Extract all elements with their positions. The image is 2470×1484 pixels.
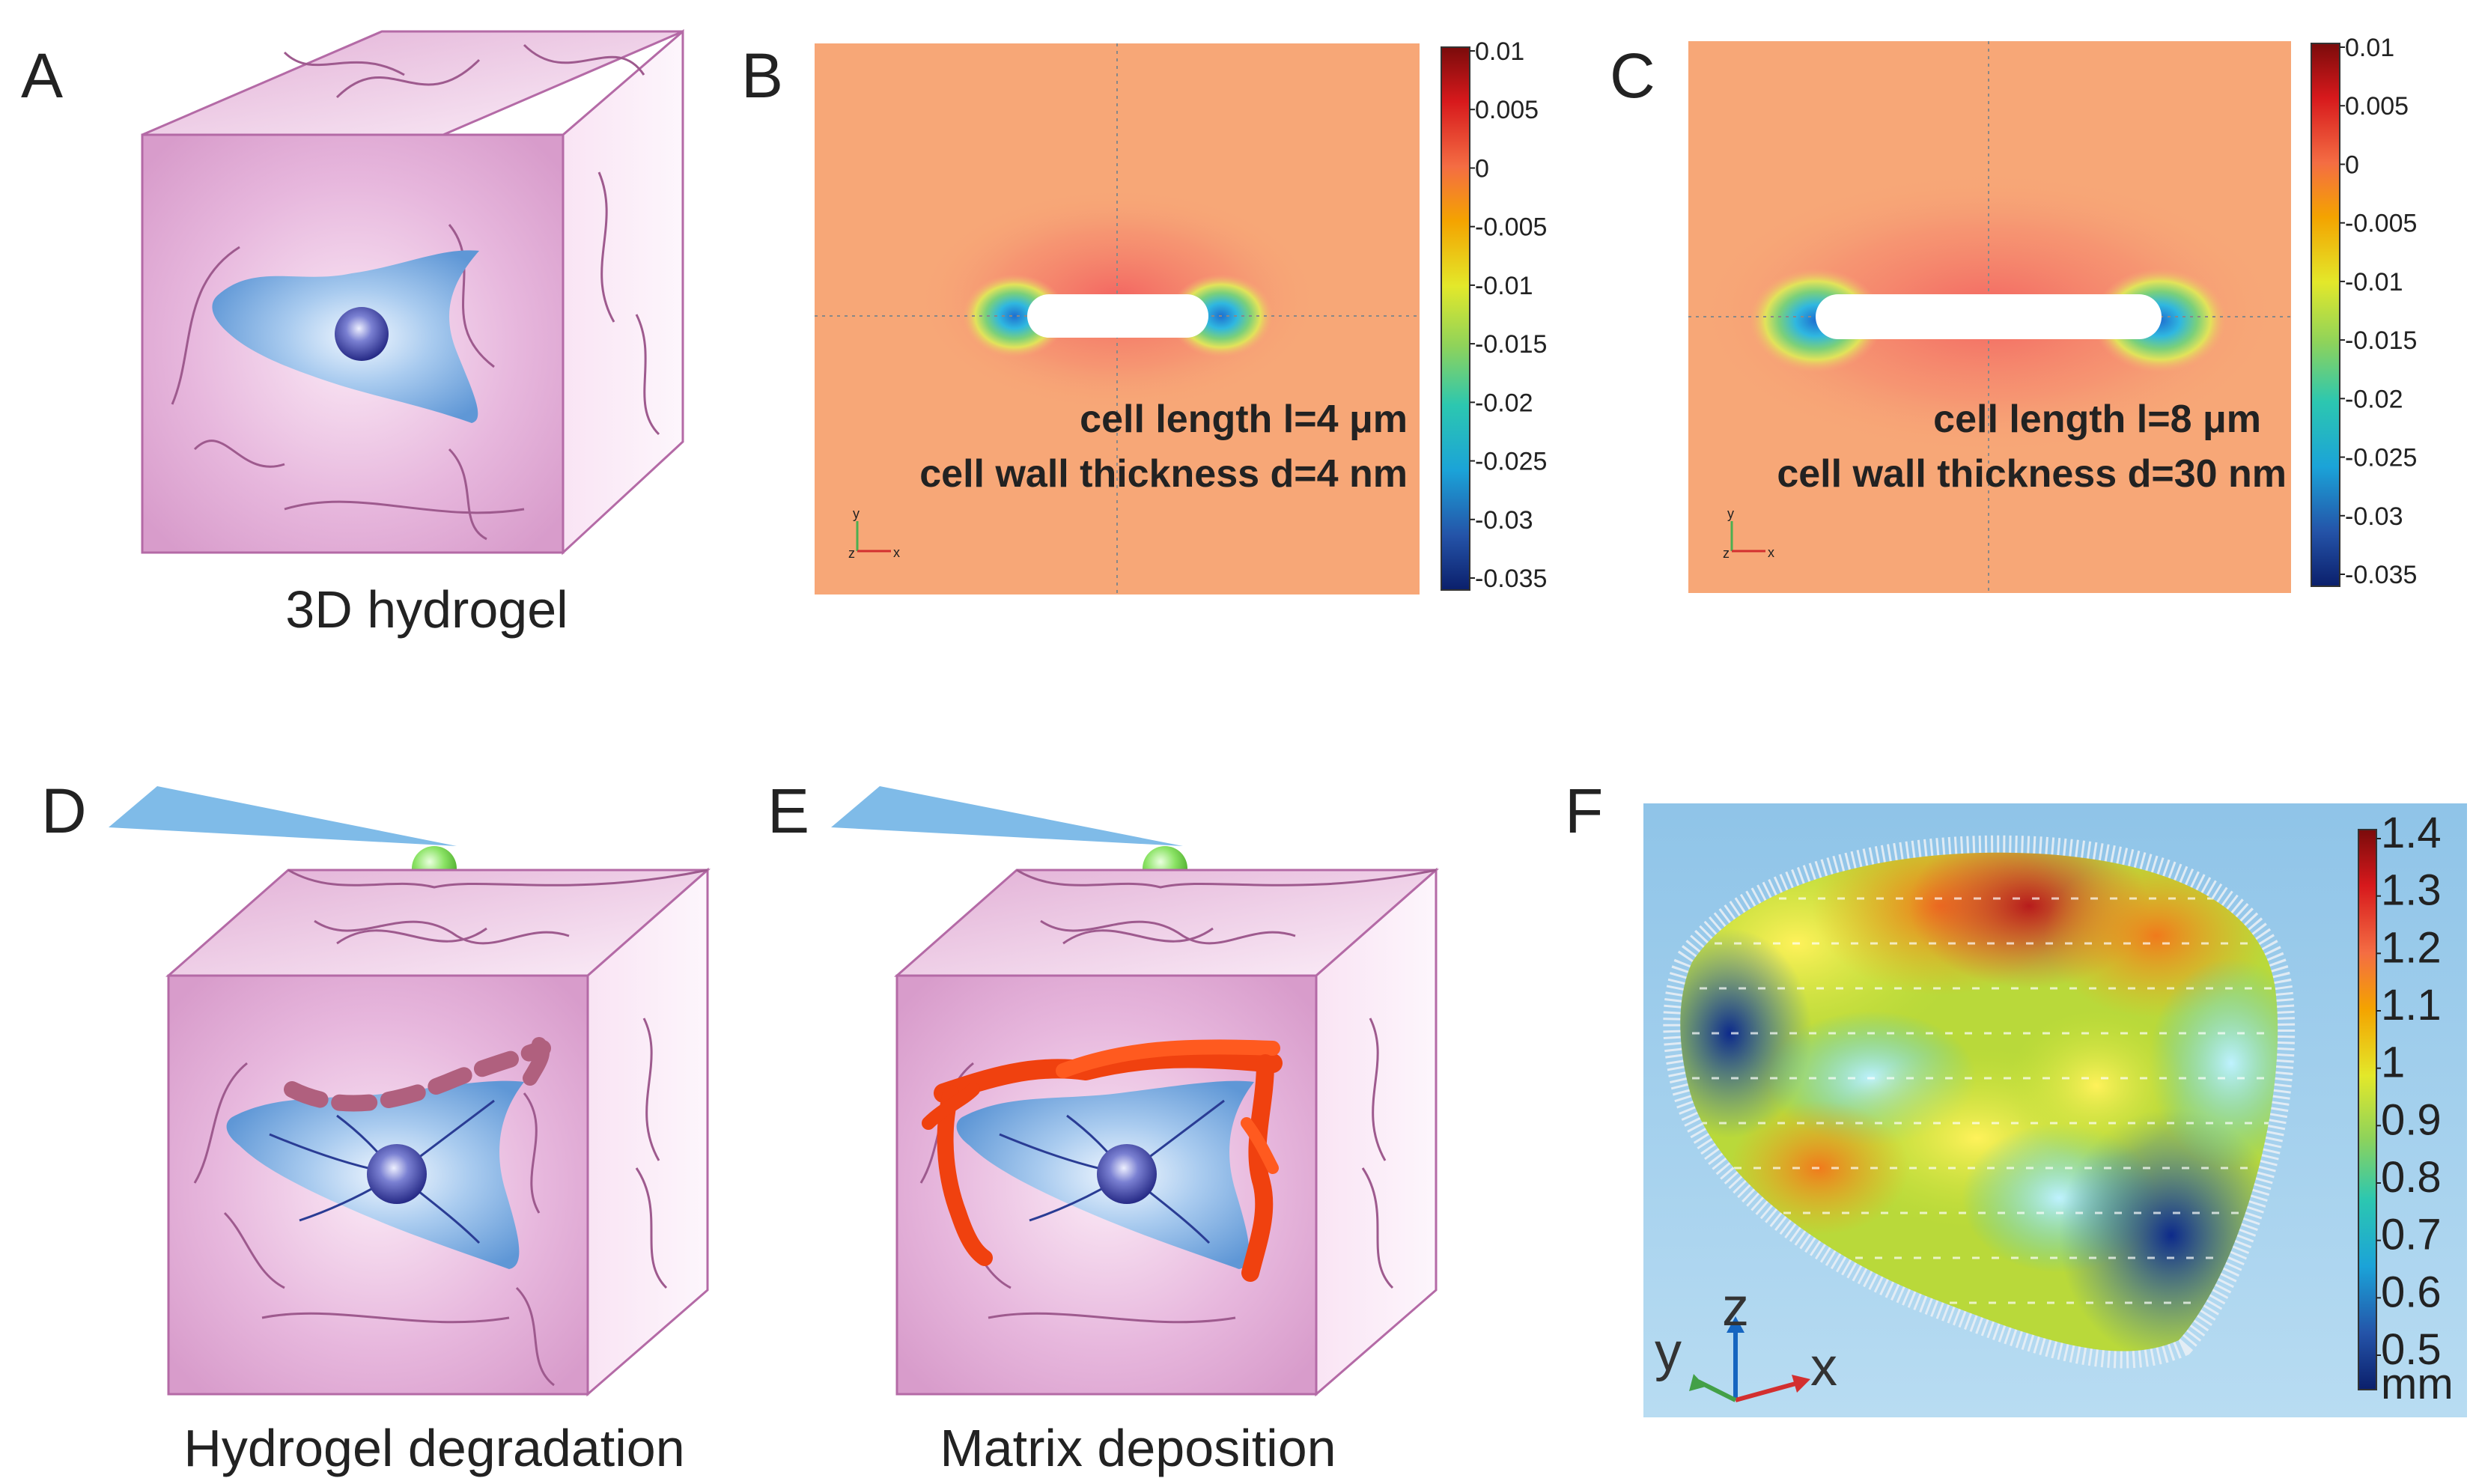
matrix-deposition-e (922, 1039, 1283, 1282)
panel-f: F (1565, 776, 2467, 1417)
hydrogel-cube-a (141, 28, 684, 556)
axis-triad-f: z y x (1655, 1277, 1837, 1402)
colorbar-f-tick-label: 1.1 (2381, 981, 2442, 1030)
axis-x-b: x (893, 545, 900, 560)
colorbar-f-tick-label: 0.9 (2381, 1095, 2442, 1144)
panel-a: A 3D hydrogel (21, 28, 684, 639)
fibers-d (193, 919, 668, 1387)
nucleus-a (335, 307, 389, 361)
colorbar-f-tick-label: 0.6 (2381, 1268, 2442, 1316)
degradation-dashes-d (284, 1040, 551, 1112)
unit-label-f: mm (2381, 1360, 2454, 1408)
panel-letter-b: B (741, 40, 783, 111)
colorbar-f-tick-label: 1.4 (2381, 809, 2442, 857)
cantilever-e (831, 786, 1183, 846)
nucleus-d (367, 1144, 427, 1204)
cell-shape-c (1816, 294, 2162, 339)
axis-triad-b: y z x (848, 506, 900, 561)
colorbar-c: 0.01 0.005 0 -0.005 -0.01 -0.015 -0.02 -0.025 -0… (2311, 34, 2417, 589)
colorbar-b: 0.01 0.005 0 -0.005 -0.01 -0.015 -0.02 -0.025 -0… (1441, 37, 1547, 593)
colorbar-c-tick-label: -0.035 (2345, 561, 2417, 589)
colorbar-b-tick-label: -0.02 (1475, 389, 1533, 417)
colorbar-f-tick-label: 1.2 (2381, 923, 2442, 972)
colorbar-b-tick-label: 0.01 (1475, 37, 1524, 66)
wall-thickness-label-b: cell wall thickness d=4 nm (919, 452, 1408, 496)
strain-map-c: cell length l=8 μm cell wall thickness d… (1688, 41, 2291, 593)
panel-letter-e: E (767, 776, 809, 846)
panel-letter-c: C (1610, 40, 1655, 111)
panel-c: C cell length l=8 μm cell wall thickness… (1610, 34, 2417, 593)
colorbar-c-tick-label: 0 (2345, 150, 2359, 179)
colorbar-c-tick-label: 0.01 (2345, 34, 2394, 62)
colorbar-c-tick-label: -0.01 (2345, 268, 2403, 297)
fibers-a (171, 43, 660, 541)
colorbar-b-tick-label: -0.015 (1475, 330, 1547, 359)
colorbar-c-tick-label: -0.02 (2345, 385, 2403, 413)
colorbar-b-tick-label: -0.01 (1475, 272, 1533, 300)
colorbar-f-tick-label: 0.8 (2381, 1153, 2442, 1202)
colorbar-f-tick-label: 1 (2381, 1039, 2405, 1087)
colorbar-f-tick-label: 1.3 (2381, 866, 2442, 915)
colorbar-c-tick-label: -0.015 (2345, 326, 2417, 355)
colorbar-c-tick-label: -0.03 (2345, 502, 2403, 531)
nucleus-e (1097, 1144, 1157, 1204)
panel-letter-d: D (41, 776, 87, 846)
panel-d: D (41, 776, 711, 1477)
hydrogel-cube-e (894, 867, 1439, 1397)
colorbar-f: 1.4 1.3 1.2 1.1 1 0.9 0.8 0.7 0.6 0.5 mm (2358, 809, 2454, 1408)
axis-triad-c: y z x (1723, 506, 1774, 561)
axis-x-c: x (1768, 545, 1774, 560)
displacement-map-f: z y x (1643, 803, 2467, 1417)
axis-z-c: z (1723, 546, 1730, 561)
cell-length-label-b: cell length l=4 μm (1080, 398, 1408, 441)
axis-z-f: z (1722, 1277, 1749, 1337)
caption-a: 3D hydrogel (285, 580, 568, 639)
colorbar-c-tick-label: 0.005 (2345, 92, 2409, 121)
caption-e: Matrix deposition (940, 1419, 1336, 1477)
panel-letter-f: F (1565, 776, 1603, 846)
colorbar-c-tick-label: -0.025 (2345, 444, 2417, 472)
axis-z-b: z (848, 546, 855, 561)
colorbar-f-tick-label: 0.5 (2381, 1325, 2442, 1374)
axis-y-f: y (1655, 1322, 1682, 1382)
axis-x-f: x (1810, 1337, 1837, 1397)
wall-thickness-label-c: cell wall thickness d=30 nm (1777, 452, 2287, 496)
cell-length-label-c: cell length l=8 μm (1933, 398, 2261, 441)
axis-y-c: y (1727, 506, 1734, 521)
fibers-e (919, 919, 1394, 1324)
colorbar-f-tick-label: 0.7 (2381, 1211, 2442, 1259)
colorbar-b-tick-label: -0.005 (1475, 213, 1547, 242)
panel-letter-a: A (21, 40, 63, 111)
cell-shape-b (1027, 294, 1208, 338)
cantilever-d (109, 786, 457, 846)
axis-y-b: y (853, 506, 860, 521)
colorbar-b-tick-label: -0.025 (1475, 448, 1547, 476)
strain-map-b: cell length l=4 μm cell wall thickness d… (815, 43, 1420, 594)
panel-e: E (767, 776, 1439, 1477)
colorbar-b-tick-label: 0 (1475, 154, 1489, 183)
panel-b: B cell length l=4 μm cell wall thickness… (741, 37, 1547, 594)
colorbar-b-tick-label: -0.03 (1475, 506, 1533, 535)
caption-d: Hydrogel degradation (183, 1419, 684, 1477)
colorbar-c-tick-label: -0.005 (2345, 210, 2417, 238)
hydrogel-cube-d (165, 867, 711, 1397)
colorbar-b-tick-label: 0.005 (1475, 96, 1539, 124)
colorbar-b-tick-label: -0.035 (1475, 565, 1547, 593)
